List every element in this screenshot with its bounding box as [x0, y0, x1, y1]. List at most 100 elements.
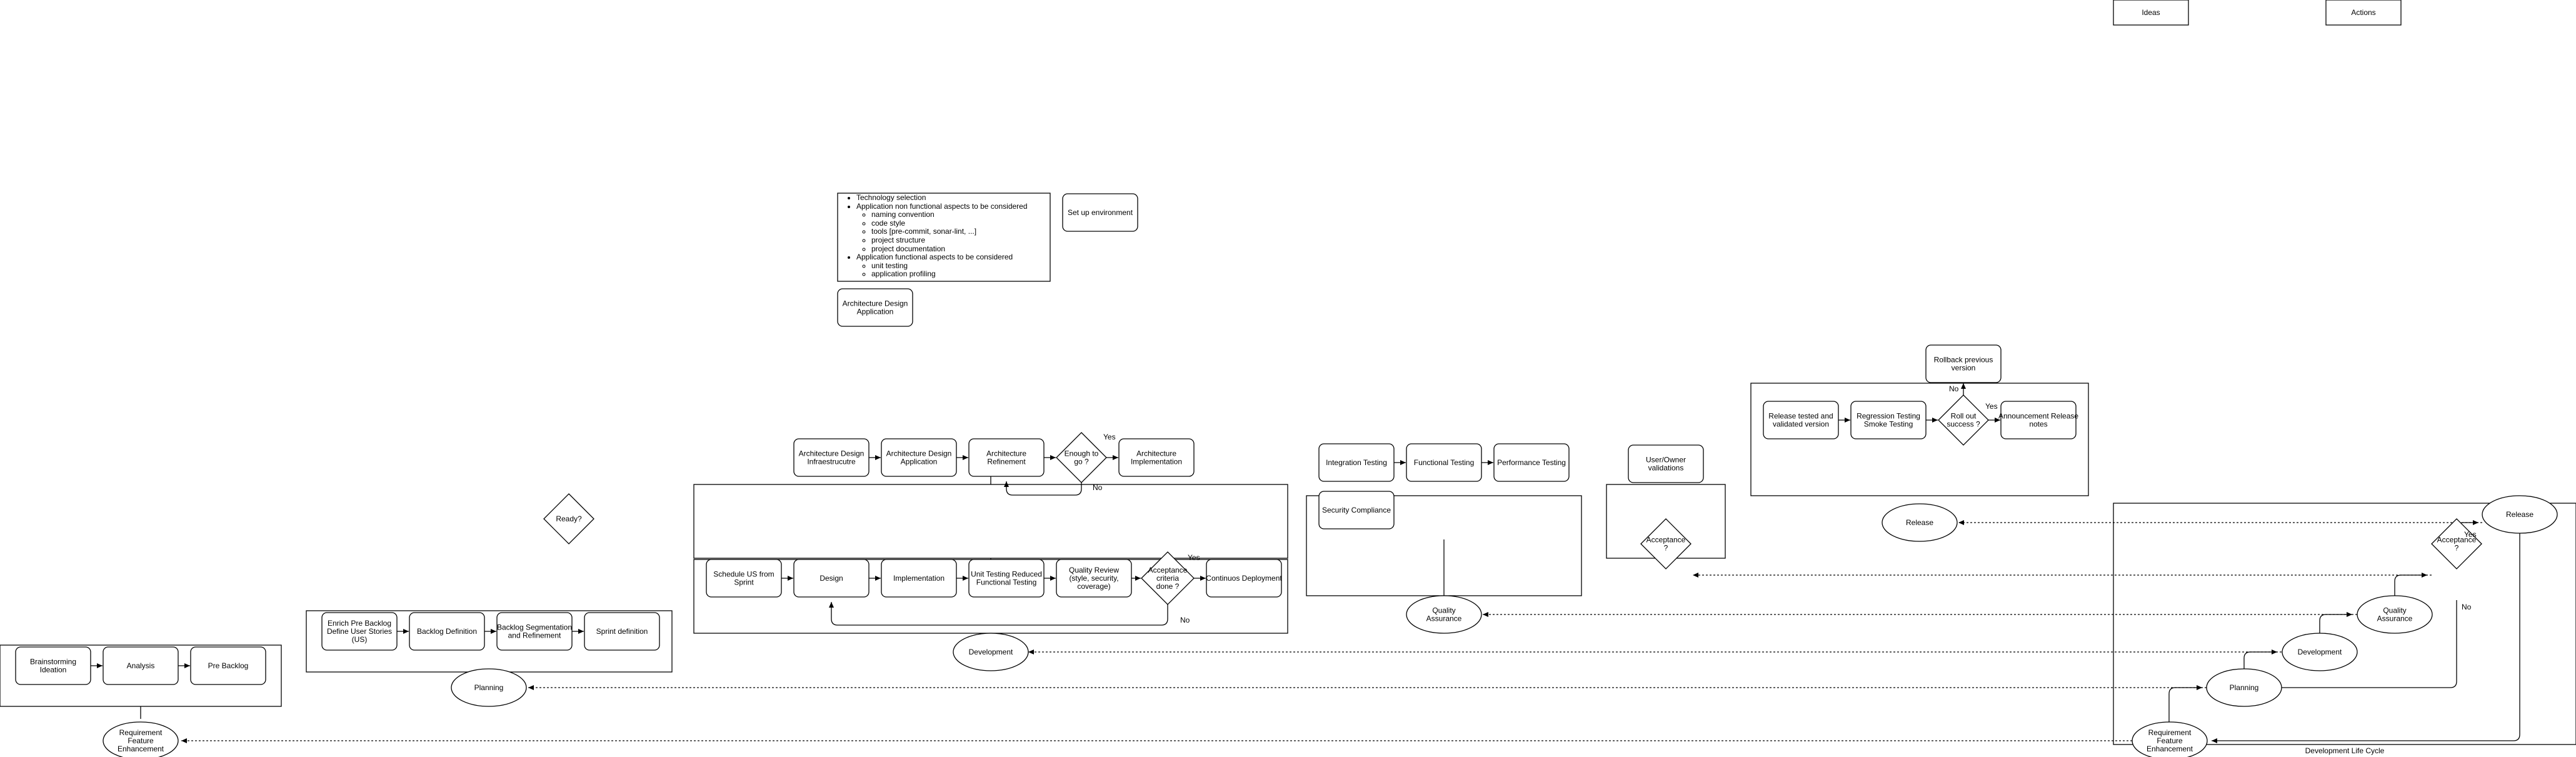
- planning-left-stage: Planning: [451, 668, 527, 707]
- notes-item-text: Application functional aspects to be con…: [856, 253, 1013, 262]
- planning-right-stage: Planning: [2206, 668, 2282, 707]
- release-left-label: Release: [1906, 518, 1933, 527]
- acceptance-no-label: No: [2462, 603, 2472, 611]
- legend-ideas-label: Ideas: [2142, 8, 2160, 17]
- integration-testing-label: Integration Testing: [1326, 458, 1387, 467]
- performance-testing-box: Performance Testing: [1493, 443, 1570, 482]
- ready-label: Ready?: [556, 514, 582, 523]
- security-compliance-label: Security Compliance: [1322, 506, 1391, 514]
- implementation-box: Implementation: [881, 559, 957, 598]
- rollout-no-label: No: [1949, 384, 1959, 393]
- rollout-yes-label: Yes: [1985, 402, 1998, 411]
- notes-subitem: code style: [871, 219, 1050, 228]
- analysis-label: Analysis: [127, 661, 155, 670]
- acceptance-yes-label: Yes: [2464, 530, 2477, 539]
- performance-testing-label: Performance Testing: [1497, 458, 1566, 467]
- notes-subitem: unit testing: [871, 261, 1050, 271]
- notes-subitem: tools [pre-commit, sonar-lint, ...]: [871, 228, 1050, 236]
- considerations-notes: Technology selectionApplication non func…: [838, 194, 1050, 281]
- criteria-no-label: No: [1180, 616, 1190, 624]
- enough-yes-label: Yes: [1103, 433, 1116, 441]
- notes-container: [837, 193, 1051, 282]
- planning-left-label: Planning: [474, 683, 504, 692]
- backlog-def-box: Backlog Definition: [409, 612, 485, 651]
- design-label: Design: [819, 574, 843, 583]
- ready-decision: Ready?: [543, 493, 594, 544]
- development-right-label: Development: [2298, 648, 2342, 656]
- sprint-def-box: Sprint definition: [584, 612, 660, 651]
- notes-item: Application non functional aspects to be…: [856, 201, 1050, 254]
- criteria-yes-label: Yes: [1188, 553, 1200, 562]
- lifecycle-container: [2113, 503, 2576, 745]
- development-left-label: Development: [969, 648, 1013, 656]
- acceptance-uo-label: Acceptance?: [1646, 536, 1686, 553]
- integration-testing-box: Integration Testing: [1318, 443, 1395, 482]
- functional-testing-label: Functional Testing: [1414, 458, 1475, 467]
- acceptance-uo-decision: Acceptance?: [1640, 518, 1691, 569]
- release-right-label: Release: [2506, 510, 2533, 519]
- acceptance-right-decision: Acceptance?: [2431, 518, 2482, 569]
- notes-item: Application functional aspects to be con…: [856, 253, 1050, 279]
- release-right-stage: Release: [2482, 495, 2558, 534]
- development-left-stage: Development: [953, 633, 1029, 671]
- notes-item-text: Technology selection: [856, 194, 926, 202]
- enough-no-label: No: [1093, 483, 1103, 492]
- lifecycle-caption: Development Life Cycle: [2305, 746, 2385, 755]
- release-left-stage: Release: [1882, 503, 1958, 542]
- planning-right-label: Planning: [2230, 683, 2259, 692]
- pre-backlog-label: Pre Backlog: [208, 661, 249, 670]
- notes-item: Technology selection: [856, 194, 1050, 203]
- analysis-box: Analysis: [103, 646, 179, 685]
- sprint-def-label: Sprint definition: [596, 627, 648, 636]
- notes-subitem: project structure: [871, 236, 1050, 245]
- legend-ideas: Ideas: [2113, 0, 2189, 26]
- notes-item-text: Application non functional aspects to be…: [856, 201, 1028, 211]
- continuous-deployment-label: Continuos Deployment: [1206, 574, 1282, 583]
- implementation-label: Implementation: [893, 574, 945, 583]
- architecture-container: [693, 484, 1288, 559]
- release-container: [1750, 383, 2089, 496]
- notes-subitem: project documentation: [871, 244, 1050, 254]
- backlog-def-label: Backlog Definition: [417, 627, 477, 636]
- pre-backlog-box: Pre Backlog: [190, 646, 266, 685]
- functional-testing-box: Functional Testing: [1406, 443, 1482, 482]
